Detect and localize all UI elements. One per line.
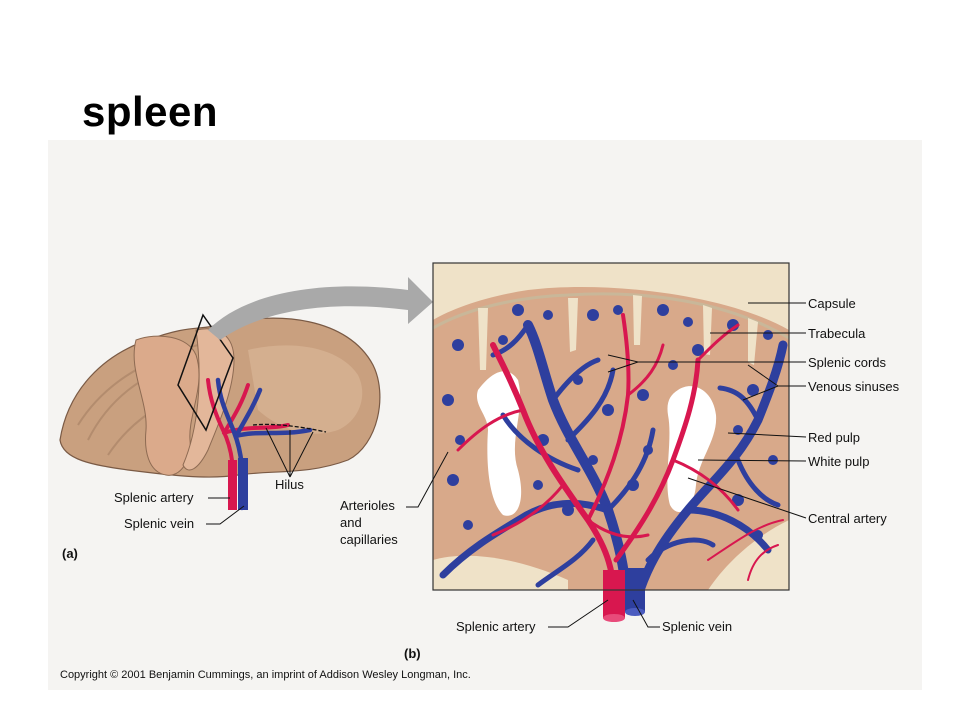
spleen-highlight <box>248 345 363 434</box>
splenic-vein-lumen <box>625 608 645 616</box>
label-splenic-artery-a: Splenic artery <box>114 490 194 505</box>
panel-b-artery-trunk <box>603 570 625 590</box>
label-splenic-vein-b: Splenic vein <box>662 619 732 634</box>
spleen-cut-section-2 <box>182 328 235 471</box>
label-red-pulp: Red pulp <box>808 430 860 445</box>
page-title: spleen <box>82 88 219 135</box>
venous-sinus-blobs <box>442 304 778 540</box>
panel-a-artery-trunk <box>228 460 237 510</box>
panel-b-tag: (b) <box>404 646 421 661</box>
label-arterioles-line1: Arterioles <box>340 498 395 513</box>
arterial-network <box>456 313 784 590</box>
venous-network <box>439 320 788 590</box>
copyright-text: Copyright © 2001 Benjamin Cummings, an i… <box>60 669 471 681</box>
panel-a-spleen-illustration <box>59 313 381 511</box>
magnification-arrow <box>208 277 433 340</box>
figure-panel: Splenic artery Splenic vein Hilus (a) <box>48 140 922 690</box>
label-capsule: Capsule <box>808 296 856 311</box>
panel-a-tag: (a) <box>62 546 78 561</box>
label-hilus: Hilus <box>275 477 304 492</box>
trabeculae <box>433 295 789 590</box>
white-pulp-regions <box>476 371 717 516</box>
label-white-pulp: White pulp <box>808 454 869 469</box>
section-frame <box>177 313 234 432</box>
label-splenic-cords: Splenic cords <box>808 355 887 370</box>
splenic-vein-stub-b <box>625 588 645 612</box>
label-trabecula: Trabecula <box>808 326 866 341</box>
panel-b-section-illustration <box>433 263 789 590</box>
section-frame-b <box>432 262 790 591</box>
label-splenic-artery-b: Splenic artery <box>456 619 536 634</box>
label-central-artery: Central artery <box>808 511 887 526</box>
spleen-figure: Splenic artery Splenic vein Hilus (a) <box>59 262 900 681</box>
label-arterioles-line3: capillaries <box>340 532 398 547</box>
label-arterioles-line2: and <box>340 515 362 530</box>
panel-b-vein-trunk <box>625 568 645 590</box>
label-splenic-vein-a: Splenic vein <box>124 516 194 531</box>
splenic-artery-stub-b <box>603 588 625 618</box>
label-venous-sinuses: Venous sinuses <box>808 379 900 394</box>
panel-a-vein-trunk <box>238 458 248 510</box>
splenic-artery-lumen <box>603 614 625 622</box>
panel-b-labels: Capsule Trabecula Splenic cords Venous s… <box>340 296 900 661</box>
capsule-layer <box>433 263 789 330</box>
hilus-marker <box>252 423 327 433</box>
